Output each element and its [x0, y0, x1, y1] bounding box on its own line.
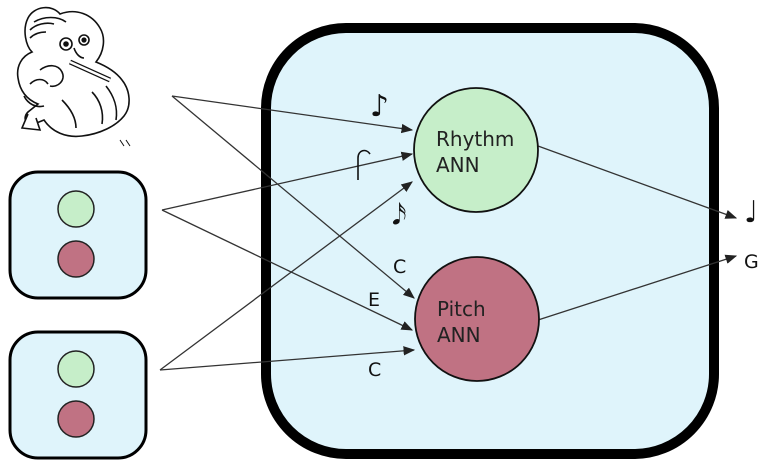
network-panel — [261, 23, 719, 459]
flute-player-icon — [16, 6, 131, 147]
output-label-g: G — [744, 251, 759, 273]
input-unit-b-red-dot — [57, 400, 95, 438]
input-unit-b — [8, 330, 148, 460]
quarter-note-icon: ♩ — [744, 195, 758, 230]
rhythm-ann-label-line2: ANN — [436, 153, 480, 177]
edge-label-c-upper: C — [393, 256, 406, 278]
rhythm-ann-label-line1: Rhythm — [436, 127, 514, 151]
edge-unit-a-to-rhythm — [161, 151, 414, 211]
input-unit-b-green-dot — [57, 350, 95, 388]
input-unit-a-green-dot — [57, 190, 95, 228]
edge-flute-to-pitch — [171, 95, 415, 299]
edge-flute-to-rhythm — [171, 95, 414, 134]
edges — [159, 95, 738, 371]
edge-pitch-out — [537, 254, 738, 321]
rhythm-ann-node: Rhythm ANN — [413, 87, 539, 213]
edge-label-e: E — [368, 289, 380, 311]
input-unit-a-red-dot — [57, 240, 95, 278]
eighth-note-icon: ♪ — [370, 89, 389, 124]
pitch-ann-node: Pitch ANN — [414, 256, 540, 382]
input-unit-a — [8, 170, 148, 300]
edge-unit-b-to-pitch — [159, 346, 416, 371]
pitch-ann-label-line2: ANN — [437, 323, 481, 347]
edge-rhythm-out — [537, 145, 738, 219]
edge-unit-a-to-pitch — [161, 209, 414, 331]
sixteenth-note-icon: 𝅘𝅥𝅯 — [392, 198, 407, 231]
pitch-ann-label-line1: Pitch — [437, 297, 486, 321]
half-note-icon — [357, 149, 371, 180]
edge-unit-b-to-rhythm — [159, 181, 413, 371]
edge-label-c-lower: C — [368, 359, 381, 381]
